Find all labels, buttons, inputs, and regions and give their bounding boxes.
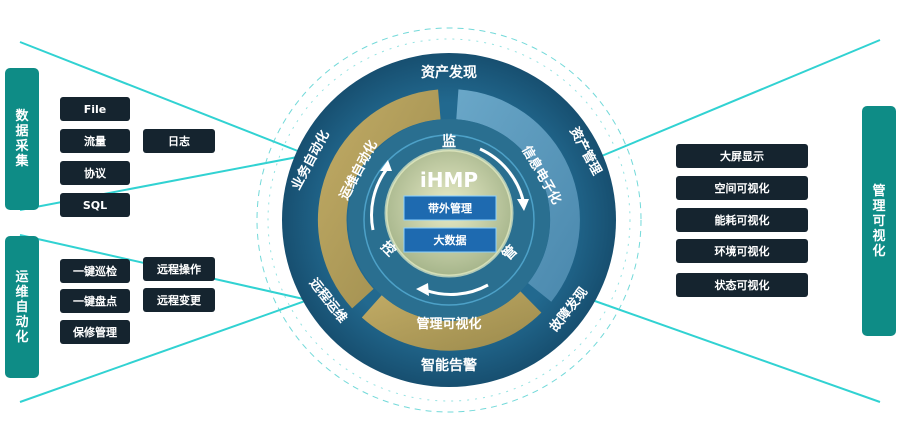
arrow-icon: [424, 283, 489, 296]
data-collection-tab[interactable]: 数据采集: [5, 68, 39, 210]
chip-remote-change[interactable]: 远程变更: [143, 288, 215, 312]
arrow-icon: [370, 169, 388, 231]
chip-environment-visualization[interactable]: 环境可视化: [676, 239, 808, 263]
outer-dashed-ring: [256, 27, 642, 413]
center-box-big-data: [403, 227, 497, 253]
chip-file[interactable]: File: [60, 97, 130, 121]
arrow-icon: [380, 160, 392, 171]
center-disc-glow: [384, 148, 514, 278]
middle-label-management-visualization: 管理可视化: [416, 316, 481, 332]
center-title: iHMP: [420, 168, 478, 192]
chip-status-visualization[interactable]: 状态可视化: [676, 273, 808, 297]
chip-one-click-inspection[interactable]: 一键巡检: [60, 259, 130, 283]
arrow-icon: [479, 147, 525, 201]
segment-ops-automation: [317, 89, 441, 309]
chip-space-visualization[interactable]: 空间可视化: [676, 176, 808, 200]
outer-label-smart-alarm: 智能告警: [420, 357, 477, 374]
arrow-icon: [416, 283, 429, 296]
chip-log[interactable]: 日志: [143, 129, 215, 153]
inner-label-monitor: 监: [442, 133, 456, 150]
chip-energy-visualization[interactable]: 能耗可视化: [676, 208, 808, 232]
inner-ring-highlight: [363, 134, 535, 306]
chip-big-screen[interactable]: 大屏显示: [676, 144, 808, 168]
management-visualization-tab[interactable]: 管理可视化: [862, 106, 896, 336]
chip-traffic[interactable]: 流量: [60, 129, 130, 153]
chip-one-click-inventory[interactable]: 一键盘点: [60, 289, 130, 313]
chip-remote-operation[interactable]: 远程操作: [143, 257, 215, 281]
segment-info-digitization: [456, 89, 580, 302]
chip-sql[interactable]: SQL: [60, 193, 130, 217]
outer-label-asset-discovery: 资产发现: [421, 64, 477, 81]
ops-automation-tab[interactable]: 运维自动化: [5, 236, 39, 378]
center-box-out-of-band-label: 带外管理: [428, 201, 472, 215]
chip-protocol[interactable]: 协议: [60, 161, 130, 185]
segment-management-visualization: [361, 291, 542, 351]
outer-dashed-ring-2: [267, 38, 631, 402]
center-box-out-of-band: [403, 195, 497, 221]
chip-warranty-management[interactable]: 保修管理: [60, 320, 130, 344]
center-box-big-data-label: 大数据: [434, 233, 467, 247]
arrow-icon: [517, 199, 529, 211]
